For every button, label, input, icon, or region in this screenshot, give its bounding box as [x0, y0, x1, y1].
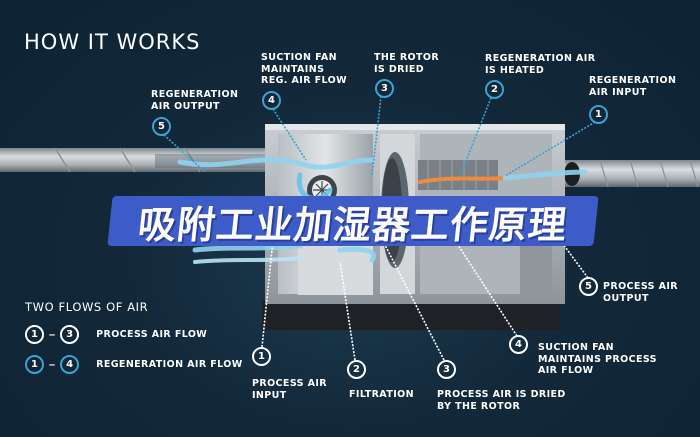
callout-number-badge: 2: [347, 360, 366, 379]
legend-item-process-air-flow: 1 – 3 PROCESS AIR FLOW: [25, 325, 207, 344]
regeneration-leader-lines: [163, 95, 596, 177]
legend-item-regeneration-air-flow: 1 – 4 REGENERATION AIR FLOW: [25, 355, 243, 374]
callout-number-badge: 3: [375, 79, 394, 98]
callout-regeneration-input-label: REGENERATION AIR INPUT: [589, 75, 677, 98]
process-leader-lines: [261, 239, 589, 361]
callout-regeneration-air-output-label: REGENERATION AIR OUTPUT: [151, 89, 239, 112]
legend-label: PROCESS AIR FLOW: [96, 329, 208, 340]
callout-number-badge: 4: [262, 91, 281, 110]
legend-end-badge: 4: [60, 355, 80, 374]
callout-filtration-label: FILTRATION: [349, 389, 414, 400]
callout-suction-fan-process-label: SUCTION FAN MAINTAINS PROCESS AIR FLOW: [538, 342, 657, 376]
callout-number-badge: 2: [485, 80, 504, 99]
legend-end-badge: 3: [60, 325, 80, 344]
callout-process-air-output-label: PROCESS AIR OUTPUT: [603, 281, 678, 304]
legend-dash: –: [49, 358, 56, 371]
callout-number-badge: 1: [589, 105, 608, 124]
right-duct: [564, 159, 700, 188]
air-streams: [177, 157, 588, 264]
legend-label: REGENERATION AIR FLOW: [96, 359, 243, 370]
legend-start-badge: 1: [25, 325, 44, 344]
callout-regeneration-heated-label: REGENERATION AIR IS HEATED: [485, 53, 596, 76]
callout-number-badge: 5: [152, 117, 171, 136]
callout-number-badge: 1: [252, 347, 271, 366]
callout-rotor-dried-label: THE ROTOR IS DRIED: [374, 52, 440, 75]
callout-process-air-input-label: PROCESS AIR INPUT: [252, 378, 327, 401]
legend-start-badge: 1: [25, 355, 44, 374]
callout-number-badge: 3: [437, 360, 456, 379]
overlay-title-text: 吸附工业加湿器工作原理: [135, 202, 570, 247]
callout-number-badge: 4: [509, 335, 528, 354]
page-title: HOW IT WORKS: [24, 30, 201, 54]
callout-suction-fan-reg-label: SUCTION FAN MAINTAINS REG. AIR FLOW: [261, 52, 347, 86]
legend-dash: –: [49, 328, 56, 341]
callout-process-dried-label: PROCESS AIR IS DRIED BY THE ROTOR: [437, 389, 566, 412]
callout-number-badge: 5: [579, 277, 598, 296]
overlay-title-banner: 吸附工业加湿器工作原理: [107, 196, 599, 247]
legend-title: TWO FLOWS OF AIR: [25, 300, 149, 314]
